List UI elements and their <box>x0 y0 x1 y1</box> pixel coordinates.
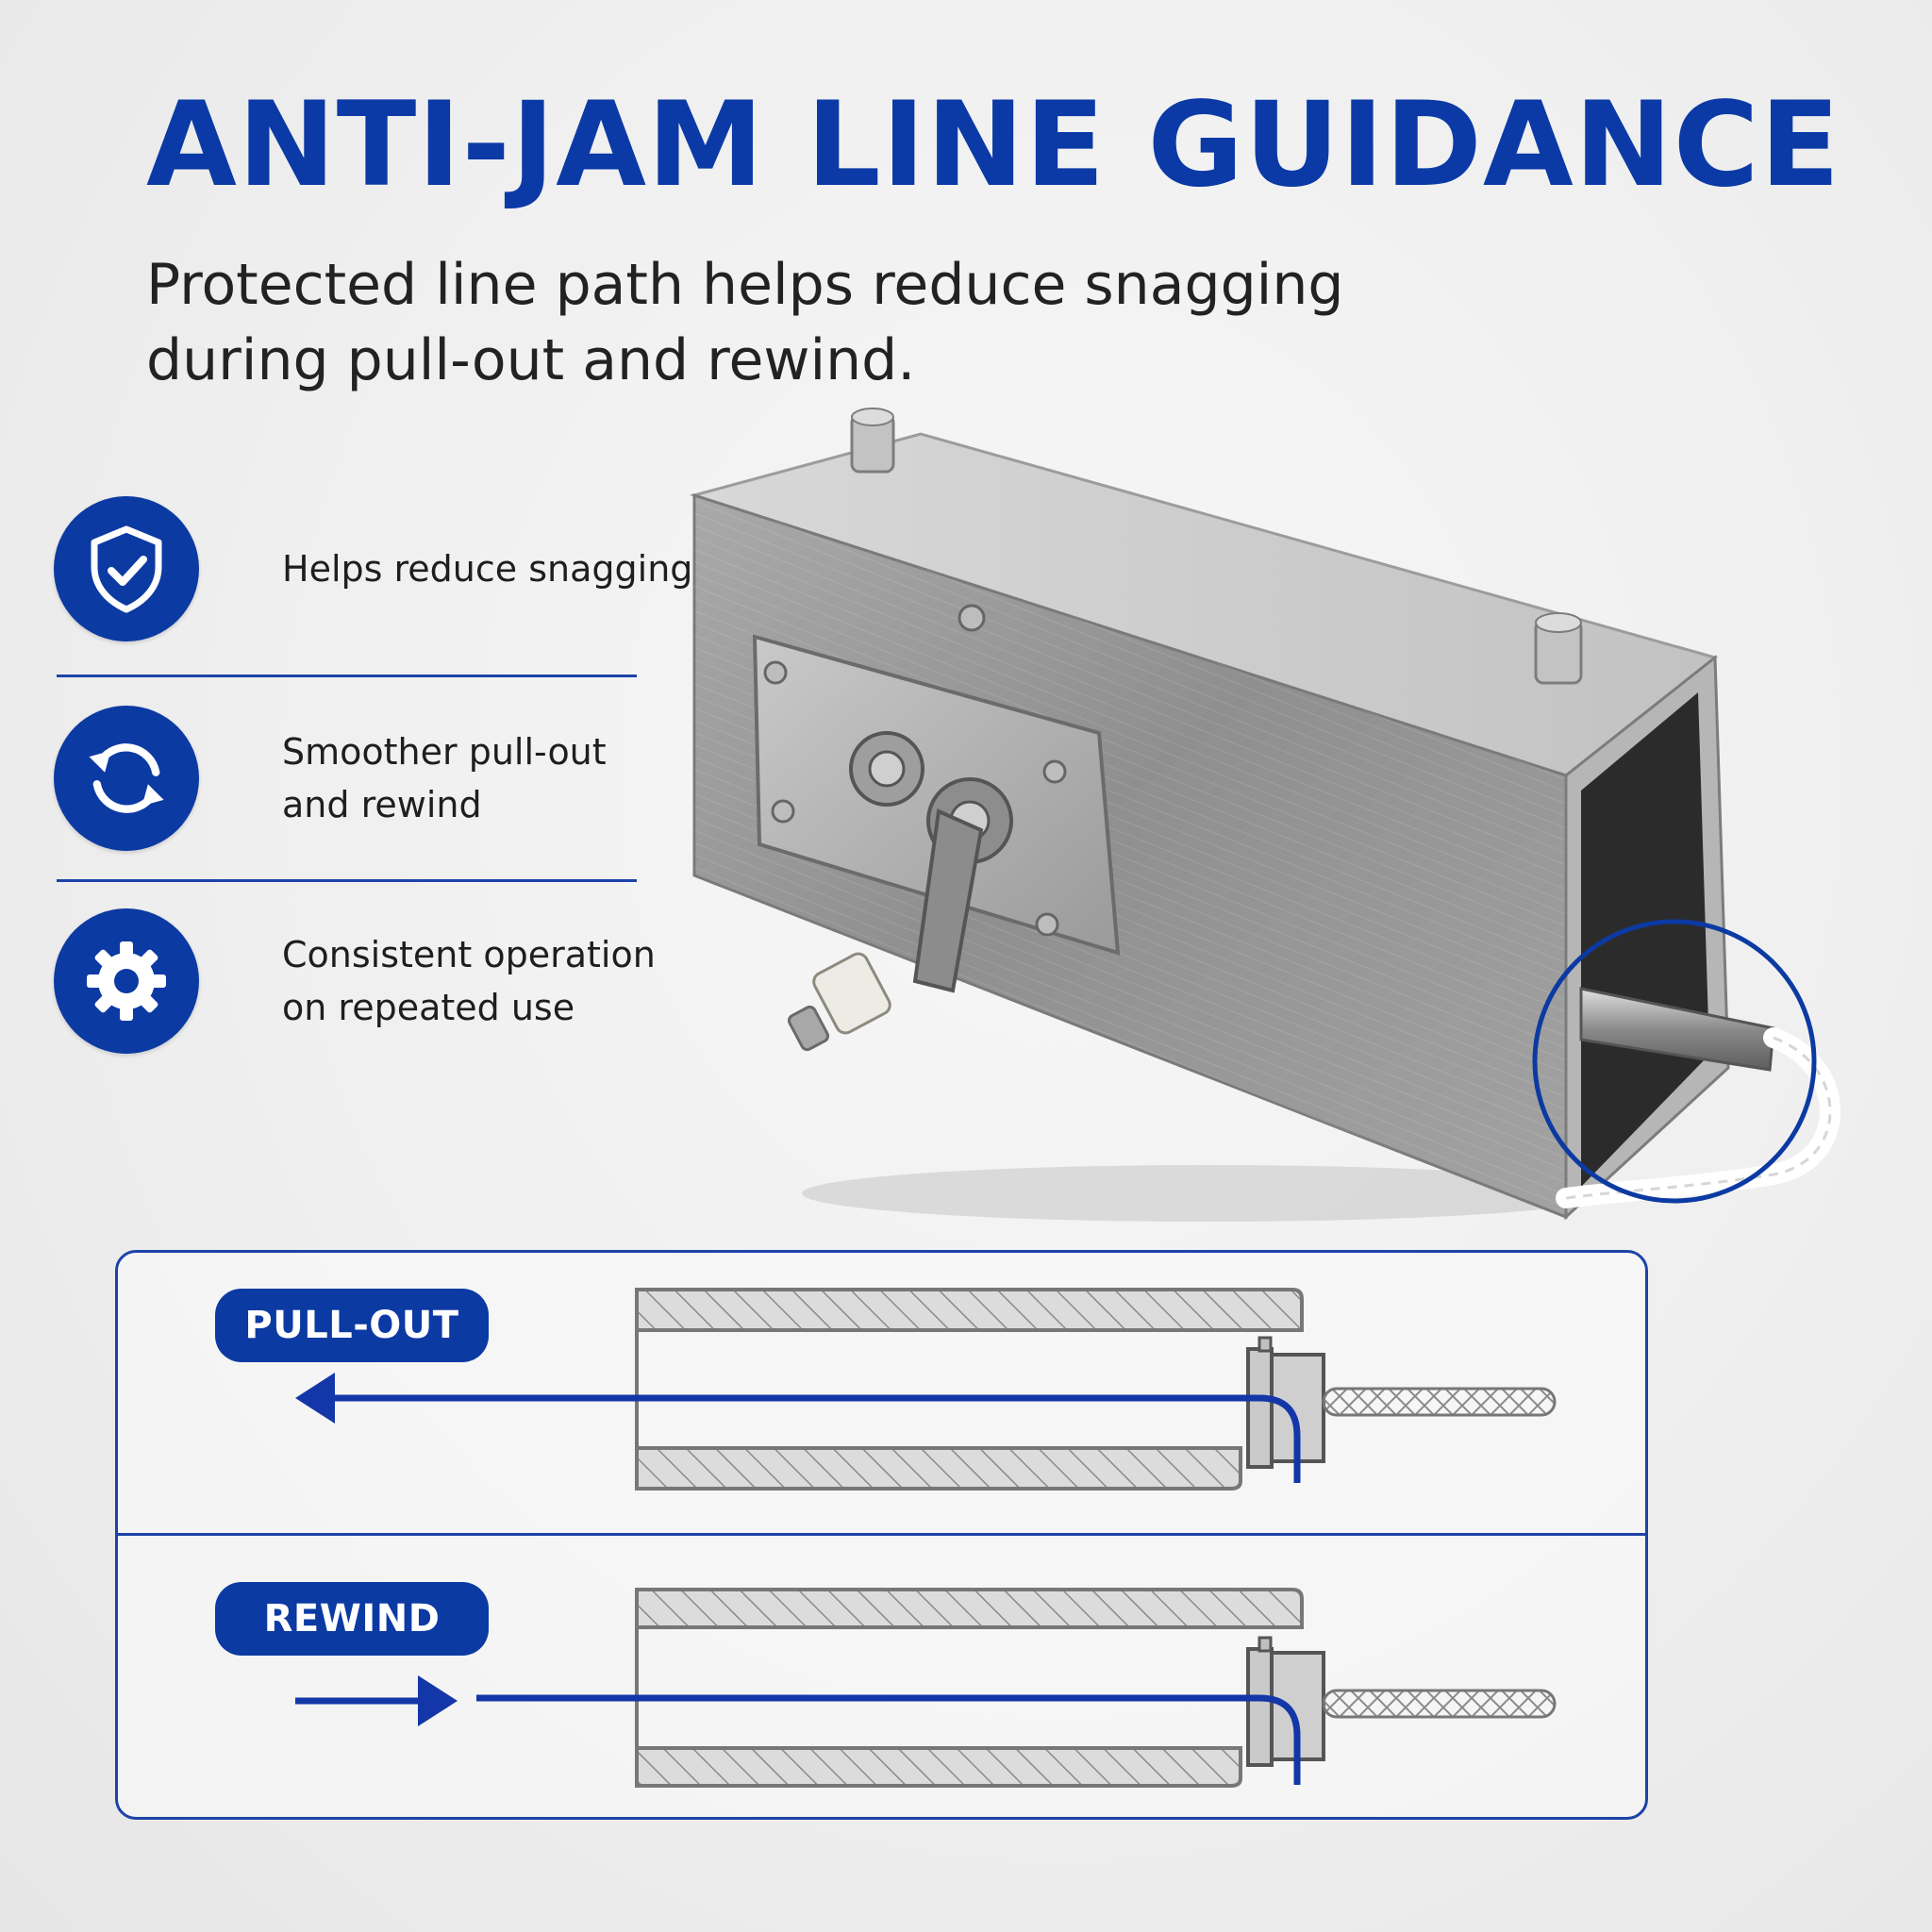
rewind-label: REWIND <box>215 1582 489 1656</box>
page-subtitle: Protected line path helps reduce snaggin… <box>146 247 1561 398</box>
rewind-line-arrow <box>295 1675 1301 1785</box>
feature-divider <box>57 675 637 677</box>
rewind-housing <box>635 1588 1557 1788</box>
product-photo <box>689 408 1840 1222</box>
highlight-circle <box>1532 919 1817 1204</box>
gear-icon <box>54 908 199 1054</box>
feature-label: Smoother pull-out and rewind <box>282 725 735 831</box>
feature-smoother-operation: Smoother pull-out and rewind <box>54 706 735 851</box>
page-title: ANTI-JAM LINE GUIDANCE <box>146 77 1841 213</box>
feature-line-1: Helps reduce snagging <box>282 548 693 590</box>
shield-check-icon <box>54 496 199 641</box>
subtitle-line-1: Protected line path helps reduce snaggin… <box>146 252 1344 318</box>
feature-line-2: on repeated use <box>282 987 575 1028</box>
panel-divider <box>115 1533 1648 1536</box>
feature-line-1: Smoother pull-out <box>282 731 607 773</box>
feature-line-2: and rewind <box>282 784 482 825</box>
pull-out-label: PULL-OUT <box>215 1289 489 1362</box>
feature-label: Helps reduce snagging <box>282 542 735 595</box>
feature-label: Consistent operation on repeated use <box>282 928 735 1034</box>
pull-out-housing <box>635 1288 1557 1491</box>
feature-line-1: Consistent operation <box>282 934 656 975</box>
feature-consistent-operation: Consistent operation on repeated use <box>54 908 735 1054</box>
feature-reduce-snagging: Helps reduce snagging <box>54 496 735 641</box>
refresh-cycle-icon <box>54 706 199 851</box>
feature-divider <box>57 879 637 882</box>
subtitle-line-2: during pull-out and rewind. <box>146 327 916 393</box>
pull-out-line-arrow <box>295 1373 1301 1483</box>
